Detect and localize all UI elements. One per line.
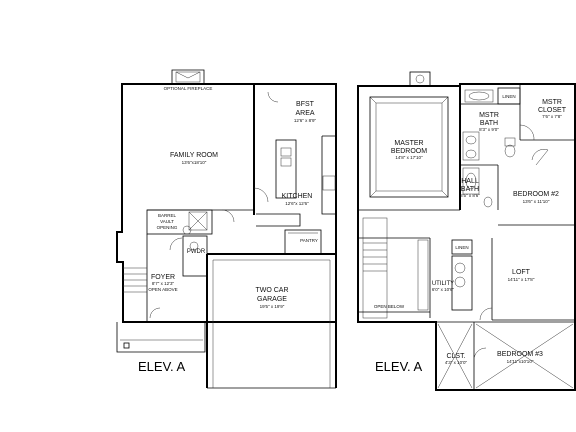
hall-bath-label-line2: BATH: [461, 186, 479, 193]
loft-dims: 14'11" x 17'8": [508, 277, 535, 282]
open-below-label: OPEN BELOW: [374, 304, 405, 309]
family-room-dims: 13'6"x18'10": [182, 160, 207, 165]
mstr-bath-label-line2: BATH: [480, 120, 498, 127]
foyer-label: FOYER: [151, 274, 175, 281]
second-floor-elevation-label: ELEV. A: [375, 359, 423, 374]
second-floor-outer-wall: [357, 83, 576, 391]
hall-bath-dims: 8'5" x 8'6": [460, 193, 480, 198]
first-floor-plan: [116, 69, 337, 389]
bedroom3-label: BEDROOM #3: [497, 351, 543, 358]
family-room-label: FAMILY ROOM: [170, 152, 218, 159]
bedroom2-label: BEDROOM #2: [513, 191, 559, 198]
bedroom2-dims: 13'6" x 11'10": [523, 199, 550, 204]
foyer-open-above: OPEN ABOVE: [148, 287, 177, 292]
porch: [116, 322, 206, 353]
kitchen-dims: 12'6"x 12'6": [285, 201, 309, 206]
mstr-bath-label-line1: MSTR: [479, 112, 499, 119]
bfst-dims: 12'6" x 8'9": [294, 118, 317, 123]
foyer-dims: 8'7" x 12'3": [152, 281, 175, 286]
garage-dims: 19'5" x 19'9": [260, 304, 285, 309]
first-floor-outer-wall: [116, 83, 337, 323]
utility-label: UTILITY: [432, 281, 454, 287]
master-bedroom-dims: 14'8" x 17'10": [395, 155, 423, 160]
kitchen-island: [275, 139, 297, 199]
barrel-vault-label-line3: OPENING: [157, 225, 178, 230]
fireplace-label: OPTIONAL FIREPLACE: [164, 86, 213, 91]
mstr-closet-dims: 7'6" x 7'8": [542, 114, 562, 119]
powder-label: PWDR: [187, 249, 206, 255]
hall-bath-label-line1: HALL: [461, 178, 479, 185]
bedroom3-dims: 14'11"x10'10": [507, 359, 534, 364]
linen-top-label: LINEN: [502, 94, 515, 99]
second-floor-plan: [357, 71, 576, 391]
bfst-label-line2: AREA: [295, 110, 314, 117]
utility-dims: 6'0" x 10'6": [432, 287, 455, 292]
mstr-closet-label-line1: MSTR: [542, 99, 562, 106]
master-bedroom-tray: [369, 96, 449, 198]
upper-stairs: [363, 242, 387, 272]
barrel-vault-label-line2: VAULT: [160, 219, 174, 224]
linen-mid-label: LINEN: [455, 245, 468, 250]
clst-dims: 4'3" x 10'0": [445, 360, 468, 365]
garage-label-line1: TWO CAR: [255, 287, 288, 294]
kitchen-counter: [321, 135, 336, 215]
master-bedroom-label-line2: BEDROOM: [391, 148, 427, 155]
first-floor-elevation-label: ELEV. A: [138, 359, 186, 374]
fireplace: [171, 69, 205, 84]
loft-label: LOFT: [512, 269, 531, 276]
stairs: [123, 267, 147, 293]
pantry-label: PANTRY: [300, 238, 318, 243]
garage-label-line2: GARAGE: [257, 296, 287, 303]
bfst-label-line1: BFST: [296, 101, 315, 108]
clst-label: CLST.: [446, 353, 465, 360]
mstr-closet-label-line2: CLOSET: [538, 107, 567, 114]
master-bedroom-label-line1: MASTER: [394, 140, 423, 147]
barrel-vault-label-line1: BARREL: [158, 213, 177, 218]
mstr-bath-dims: 8'3" x 9'0": [479, 127, 499, 132]
kitchen-label: KITCHEN: [282, 193, 313, 200]
